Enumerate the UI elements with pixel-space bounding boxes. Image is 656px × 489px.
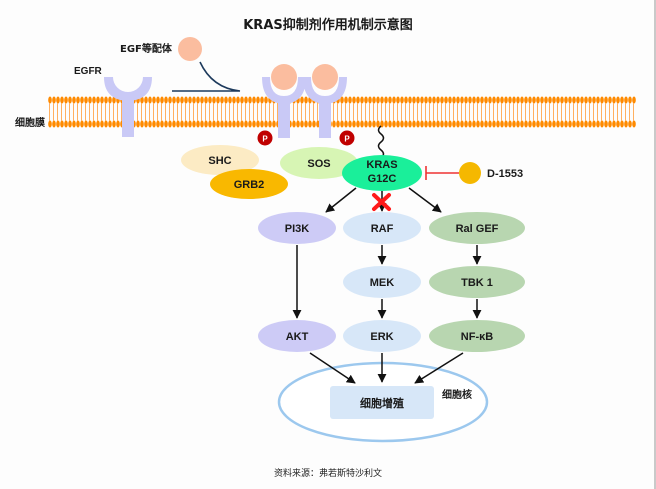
- svg-text:ERK: ERK: [370, 331, 393, 343]
- node-ralgef: Ral GEF: [429, 212, 525, 244]
- egfr-receptor-bound-1: [262, 64, 306, 138]
- egfr-receptor-bound-2: [303, 64, 347, 138]
- egfr-label: EGFR: [74, 66, 103, 77]
- arrow-akt-outcome: [309, 352, 356, 384]
- binding-arrow: [172, 61, 241, 92]
- svg-text:MEK: MEK: [370, 277, 395, 289]
- svg-text:P: P: [344, 135, 350, 144]
- arrow-nfkb-outcome: [414, 352, 464, 384]
- svg-text:SOS: SOS: [307, 158, 330, 170]
- cell-membrane: [48, 96, 636, 128]
- node-shc: SHC: [181, 145, 259, 175]
- d1553-circle: [459, 162, 481, 184]
- svg-text:AKT: AKT: [286, 331, 309, 343]
- egfr-receptor-unbound: [104, 77, 152, 137]
- phospho-mark-2: P: [339, 130, 355, 146]
- svg-text:KRAS: KRAS: [366, 159, 397, 171]
- ligand-label: EGF等配体: [120, 42, 173, 55]
- node-tbk1: TBK 1: [429, 266, 525, 298]
- node-grb2: GRB2: [210, 169, 288, 199]
- svg-text:TBK 1: TBK 1: [461, 277, 493, 289]
- svg-text:GRB2: GRB2: [234, 179, 265, 191]
- phospho-mark-1: P: [257, 130, 273, 146]
- diagram-title: KRAS抑制剂作用机制示意图: [243, 17, 413, 33]
- node-raf: RAF: [343, 212, 421, 244]
- outcome-box: [330, 386, 434, 419]
- node-mek: MEK: [343, 266, 421, 298]
- arrow-kras-pi3k: [325, 187, 357, 213]
- node-pi3k: PI3K: [258, 212, 336, 244]
- svg-text:P: P: [262, 135, 268, 144]
- svg-text:Ral GEF: Ral GEF: [456, 223, 499, 235]
- svg-text:SHC: SHC: [208, 155, 231, 167]
- node-nfkb: NF-κB: [429, 320, 525, 352]
- node-erk: ERK: [343, 320, 421, 352]
- node-sos: SOS: [280, 147, 358, 179]
- d1553-label: D-1553: [487, 168, 523, 180]
- node-akt: AKT: [258, 320, 336, 352]
- arrow-kras-ralgef: [408, 187, 442, 213]
- ligand-circle: [178, 37, 202, 61]
- block-x-mark: [372, 193, 391, 211]
- source-note: 资料来源：弗若斯特沙利文: [274, 467, 382, 479]
- kras-anchor: [377, 125, 385, 159]
- svg-text:PI3K: PI3K: [285, 223, 310, 235]
- svg-text:NF-κB: NF-κB: [461, 331, 493, 343]
- node-kras-g12c: KRAS G12C: [342, 155, 422, 191]
- nucleus-label: 细胞核: [442, 388, 472, 401]
- membrane-label: 细胞膜: [15, 116, 45, 129]
- svg-text:G12C: G12C: [368, 173, 397, 185]
- outcome-label: 细胞增殖: [360, 396, 404, 410]
- svg-text:RAF: RAF: [371, 223, 394, 235]
